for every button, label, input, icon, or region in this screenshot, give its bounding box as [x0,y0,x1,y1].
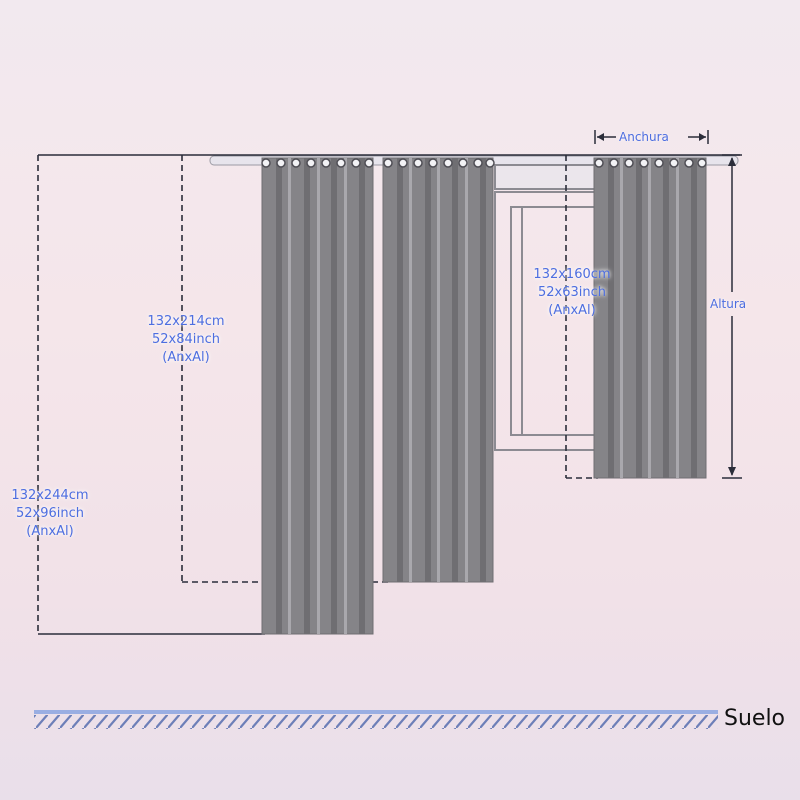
guide-lines [37,154,740,635]
floor [34,710,718,729]
width-arrow [594,130,709,144]
size-label-medium-cm: 132x214cm [147,314,225,329]
curtain-large [261,157,374,635]
size-label-medium-note: (AnxAl) [162,350,210,365]
size-label-large-cm: 132x244cm [11,488,89,503]
size-label-large-note: (AnxAl) [26,524,74,539]
size-label-large: 132x244cm 52x96inch (AnxAl) [0,487,100,541]
width-label: Anchura [619,130,669,144]
height-arrow [722,154,742,479]
size-label-small-cm: 132x160cm [533,267,611,282]
floor-label: Suelo [724,706,786,731]
size-label-medium: 132x214cm 52x84inch (AnxAl) [126,313,246,367]
height-label: Altura [710,297,747,311]
curtain-small [593,157,707,479]
size-label-medium-inch: 52x84inch [151,332,220,347]
size-label-small-inch: 52x63inch [537,285,606,300]
size-label-small: 132x160cm 52x63inch (AnxAl) [517,266,627,320]
size-label-large-inch: 52x96inch [15,506,84,521]
size-label-small-note: (AnxAl) [548,303,596,318]
curtain-medium [382,157,495,583]
